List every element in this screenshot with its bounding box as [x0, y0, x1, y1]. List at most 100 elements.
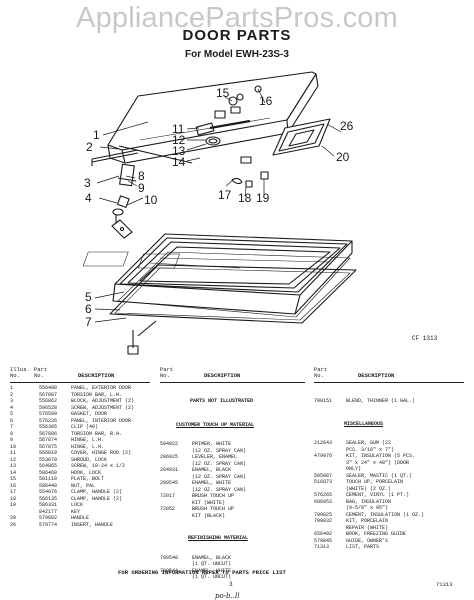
part-description: CEMENT, VINYL (1 PT.) [346, 492, 410, 498]
part-description: KEY [71, 508, 81, 515]
part-number: 567874 [39, 437, 58, 443]
lock-parts [195, 85, 269, 188]
illus-number: 20 [10, 515, 17, 521]
part-description: ENAMEL, BLACK [192, 467, 232, 473]
part-description: HANDLE [71, 515, 90, 521]
list-item: 3" x 24" x 48") (DOOR [314, 460, 424, 467]
illus-number: 2 [10, 391, 14, 398]
part-number: 567887 [39, 391, 58, 398]
callout-26: 26 [340, 119, 354, 133]
refinishing-heading: REFINISHING MATERIAL [188, 535, 249, 541]
part-description: COVER, HINGE ROD (2) [71, 450, 132, 456]
figure-code: CF 1313 [412, 335, 438, 342]
part-description: CEMENT, INSULATION (1 OZ.) [346, 511, 425, 518]
part-number: 842177 [39, 508, 58, 515]
part-description: (1 QT. UNCUT) [192, 574, 232, 580]
illus-number: 7 [10, 424, 14, 430]
part-number: 581110 [39, 476, 58, 482]
part-number: 586331 [39, 502, 58, 508]
callout-10: 10 [144, 193, 158, 207]
list-item: 576265 CEMENT, VINYL (1 PT.) [314, 492, 424, 499]
part-description: PCS. 3/16" x 7") [346, 446, 395, 453]
callout-15: 15 [216, 86, 230, 100]
illus-number: 17 [10, 489, 17, 495]
part-number: 567886 [39, 430, 58, 437]
list-item: (12 OZ. SPRAY CAN) [160, 487, 254, 494]
part-number: 299545 [160, 480, 179, 486]
hinge [111, 163, 137, 239]
part-description: NUT, PAL [71, 482, 96, 489]
part-description: LIST, PARTS [346, 544, 380, 550]
door-parts-diagram: 1 2 3 4 5 6 7 8 9 10 11 12 13 14 15 16 1… [82, 71, 438, 355]
part-number: 576265 [314, 492, 333, 498]
part-description: SEALER, MASTIC (1 QT.) [346, 472, 413, 479]
list-item: ONLY) [314, 466, 424, 473]
part-number: 71313 [314, 544, 330, 550]
list-item: (12 OZ. SPRAY CAN) [160, 448, 254, 455]
list-item: (1 QT. UNCUT) [160, 574, 254, 581]
part-number: 576226 [39, 417, 58, 424]
part-number: 556480 [39, 385, 58, 391]
part-number: 576599 [39, 411, 58, 417]
torsion-bars [91, 145, 193, 166]
illus-number: 26 [10, 521, 17, 528]
document-code: 71313 [436, 581, 453, 588]
list-item: 10 567875 HINGE, L.H. [10, 444, 134, 451]
callout-3: 3 [84, 176, 91, 190]
part-description: PRIMER, WHITE [192, 441, 232, 447]
callout-2: 2 [86, 140, 93, 154]
description-header: DESCRIPTION [78, 372, 115, 379]
part-number: 553079 [39, 456, 58, 463]
header-rule-3 [314, 382, 464, 383]
part-description: ENAMEL, WHITE [192, 480, 232, 486]
part-description: SCREW, ADJUSTMENT (2) [71, 404, 135, 411]
list-item: (WHITE) (2 OZ.) [314, 486, 424, 493]
illus-number: 9 [10, 437, 14, 443]
illus-number: 10 [10, 443, 17, 450]
part-description: PANEL, EXTERIOR DOOR [71, 385, 132, 391]
part-description: SCREW, 10-24 x 1/2 [71, 463, 126, 469]
part-number: 556862 [39, 398, 58, 404]
part-description: LOCK [71, 502, 84, 508]
part-number: 72017 [160, 493, 176, 499]
callout-11: 11 [172, 122, 185, 136]
part-description: BAG, INSULATION [346, 498, 392, 505]
callout-14: 14 [172, 155, 186, 169]
part-description: HINGE, L.H. [71, 443, 105, 450]
part-description: SHROUD, LOCK [71, 456, 108, 463]
part-description: (12 OZ. SPRAY CAN) [192, 460, 247, 467]
part-description: (12 OZ. SPRAY CAN) [192, 447, 247, 454]
part-number: 567875 [39, 443, 58, 450]
part-description: TORSION BAR, L.H. [71, 391, 123, 398]
list-item: KIT (WHITE) [160, 500, 254, 507]
callout-labels: 1 2 3 4 5 6 7 8 9 10 11 12 13 14 15 16 1… [84, 86, 438, 342]
illus-number: 4 [10, 404, 14, 411]
part-header: Part [34, 366, 48, 373]
list-item: 71313 LIST, PARTS [314, 544, 424, 551]
customer-touch-up-heading: CUSTOMER TOUCH UP MATERIAL [176, 421, 255, 428]
part-number: 656492 [314, 531, 333, 537]
part-description: KIT, INSULATION (5 PCS. [346, 453, 416, 459]
part-description: ENAMEL, WHITE [192, 567, 232, 574]
part-description: (WHITE) (2 OZ.) [346, 485, 392, 492]
